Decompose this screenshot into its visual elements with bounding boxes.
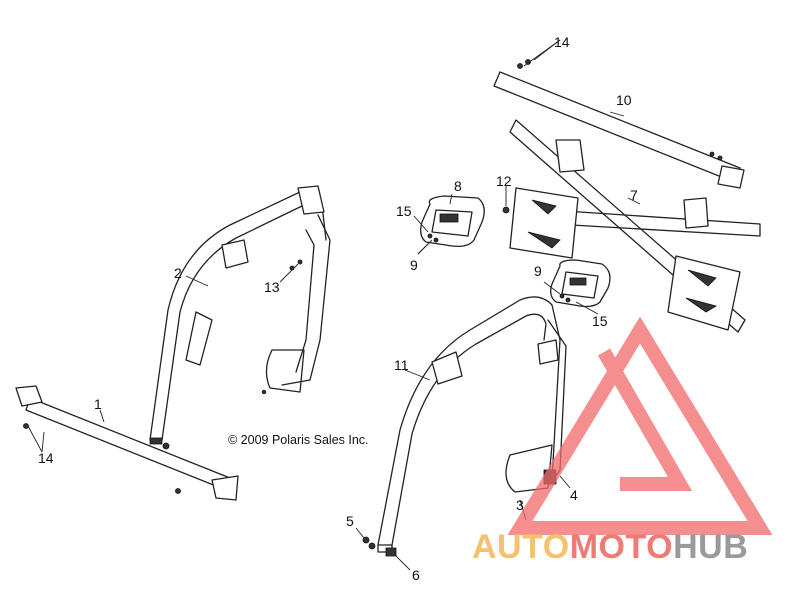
- watermark-text: AUTOMOTOHUB: [472, 528, 748, 566]
- mirror-right: [550, 259, 611, 308]
- part-10-upper-bar: [493, 71, 745, 189]
- watermark-auto: AUTO: [472, 528, 570, 566]
- watermark-hub: HUB: [673, 528, 748, 566]
- hardware: [289, 59, 571, 557]
- callout-3: 3: [516, 497, 524, 513]
- watermark-moto: MOTO: [570, 528, 673, 566]
- callout-9-right: 9: [534, 263, 542, 279]
- part-8-mirror-left: [420, 195, 485, 248]
- callout-4: 4: [570, 487, 578, 503]
- part-2-front-hoop: [149, 185, 331, 450]
- callout-5: 5: [346, 513, 354, 529]
- callout-12: 12: [496, 173, 512, 189]
- callout-2: 2: [174, 265, 182, 281]
- part-1-lower-tube: [15, 385, 239, 501]
- part-11-rear-hoop: [377, 296, 567, 553]
- callout-8: 8: [454, 178, 462, 194]
- callout-13: 13: [264, 279, 280, 295]
- callout-labels: 1 2 3 4 5 6 7 8 9 9 10 11 12 13 14 14 15…: [38, 34, 638, 583]
- leader-lines: [27, 39, 641, 571]
- copyright-notice: © 2009 Polaris Sales Inc.: [228, 433, 369, 447]
- callout-1: 1: [94, 396, 102, 412]
- watermark-triangle: [507, 316, 773, 535]
- part-7-rear-brace: [509, 119, 761, 333]
- callout-9-left: 9: [410, 257, 418, 273]
- watermark-logo-mark: [507, 316, 773, 535]
- callout-14-left: 14: [38, 450, 54, 466]
- callout-15-right: 15: [592, 313, 608, 329]
- callout-15-left: 15: [396, 203, 412, 219]
- callout-10: 10: [616, 92, 632, 108]
- callout-6: 6: [412, 567, 420, 583]
- callout-14-top: 14: [554, 34, 570, 50]
- callout-7: 7: [630, 187, 638, 203]
- callout-11: 11: [394, 357, 409, 373]
